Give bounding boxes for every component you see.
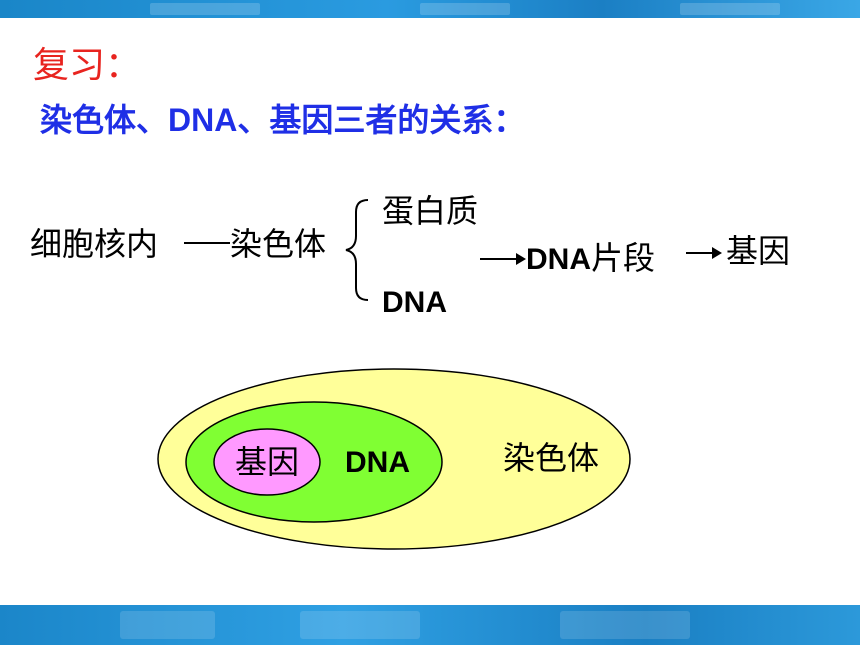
top-banner-segment [680, 3, 780, 15]
bottom-banner [0, 605, 860, 645]
top-banner-segment [420, 3, 510, 15]
dna-segment-latin: DNA [526, 243, 591, 276]
flow-chromosome: 染色体 [230, 225, 327, 263]
flow-protein: 蛋白质 [382, 192, 479, 230]
arrow-to-gene-head [712, 247, 722, 259]
flow-nucleus: 细胞核内 [30, 225, 159, 263]
curly-brace [345, 199, 369, 301]
label-dna: DNA [345, 446, 410, 479]
bottom-banner-segment [300, 611, 420, 639]
dna-segment-han: 片段 [591, 239, 656, 277]
subtitle-part: 染色体、 [40, 101, 169, 139]
arrow-to-dna-segment-head [516, 253, 526, 265]
subtitle-part: 、基因三者的关系： [237, 101, 526, 139]
bottom-banner-segment [120, 611, 215, 639]
top-banner [0, 0, 860, 18]
bottom-banner-segment [560, 611, 690, 639]
flow-dna-segment: DNA片段 [526, 242, 655, 275]
label-gene: 基因 [235, 443, 300, 481]
subtitle-part: DNA [168, 102, 238, 138]
flow-dna: DNA [382, 286, 447, 319]
ellipse-gene [213, 428, 321, 496]
relationship-subtitle: 染色体、DNA、基因三者的关系： [40, 104, 525, 136]
label-chromosome: 染色体 [503, 439, 600, 477]
top-banner-segment [150, 3, 260, 15]
review-heading: 复习： [33, 45, 142, 86]
flow-gene: 基因 [726, 232, 791, 270]
